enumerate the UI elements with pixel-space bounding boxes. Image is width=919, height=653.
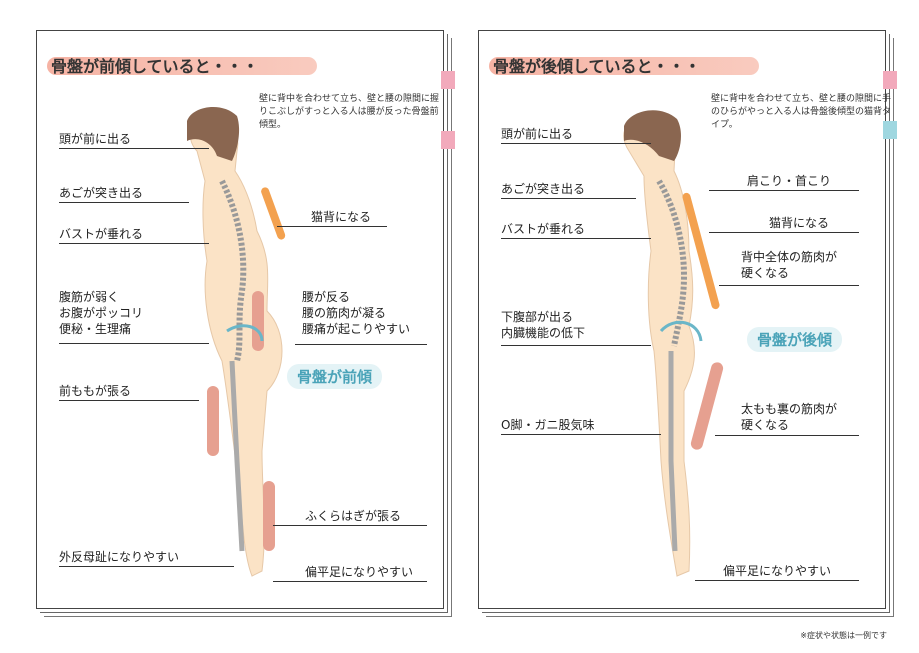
label-calf: ふくらはぎが張る xyxy=(305,509,402,523)
leader-line xyxy=(59,148,209,149)
leader-line xyxy=(295,344,427,345)
label-bunion: 外反母趾になりやすい xyxy=(59,550,180,564)
label-bust: バストが垂れる xyxy=(59,227,144,241)
label-flatfoot: 偏平足になりやすい xyxy=(723,564,832,578)
instruction-note: 壁に背中を合わせて立ち、壁と腰の隙間に握りこぶしがすっと入る人は腰が反った骨盤前… xyxy=(259,94,440,130)
status-badge: 骨盤が後傾 xyxy=(747,327,843,352)
label-chin: あごが突き出る xyxy=(501,182,586,196)
leader-line xyxy=(501,345,651,346)
pink-tab xyxy=(883,71,897,89)
leader-line xyxy=(501,143,651,144)
panel-title: 骨盤が後傾していると・・・ xyxy=(493,57,701,76)
label-back-muscles: 背中全体の筋肉が 硬くなる xyxy=(741,250,838,280)
body-illustration xyxy=(187,106,286,577)
instruction-note: 壁に背中を合わせて立ち、壁と腰の隙間に手のひらがやっと入る人は骨盤後傾型の猫背タ… xyxy=(711,94,892,130)
label-bust: バストが垂れる xyxy=(501,222,586,236)
blue-tab xyxy=(883,121,897,139)
leader-line xyxy=(59,566,234,567)
title-highlight xyxy=(489,57,759,75)
title-highlight xyxy=(47,57,317,75)
leader-line xyxy=(719,285,859,286)
label-chin: あごが突き出る xyxy=(59,186,144,200)
leader-line xyxy=(709,232,859,233)
label-lower-back: 腰が反る 腰の筋肉が凝る 腰痛が起こりやすい xyxy=(302,290,411,336)
label-bowlegs: O脚・ガニ股気味 xyxy=(501,418,595,432)
leader-line xyxy=(501,198,636,199)
label-lower-abdomen: 下腹部が出る 内臓機能の低下 xyxy=(501,310,586,340)
status-badge: 骨盤が前傾 xyxy=(287,364,383,389)
leader-line xyxy=(695,580,859,581)
label-shoulder: 肩こり・首こり xyxy=(747,174,832,188)
label-front-thigh: 前ももが張る xyxy=(59,384,132,398)
label-hunchback: 猫背になる xyxy=(311,210,372,224)
leader-line xyxy=(709,190,859,191)
label-head-forward: 頭が前に出る xyxy=(501,127,574,141)
leader-line xyxy=(501,238,651,239)
leader-line xyxy=(501,434,661,435)
pink-tab xyxy=(441,71,455,89)
leader-line xyxy=(59,243,209,244)
leader-line xyxy=(273,525,427,526)
panel-title: 骨盤が前傾していると・・・ xyxy=(51,57,259,76)
leader-line xyxy=(59,202,189,203)
leader-line xyxy=(59,343,209,344)
leader-line xyxy=(277,226,387,227)
label-abdomen: 腹筋が弱く お腹がポッコリ 便秘・生理痛 xyxy=(59,290,144,336)
footnote: ※症状や状態は一例です xyxy=(800,631,887,640)
body-illustration xyxy=(623,110,724,577)
leader-line xyxy=(273,581,427,582)
leader-line xyxy=(59,400,199,401)
label-hamstring: 太もも裏の筋肉が 硬くなる xyxy=(741,402,838,432)
pink-tab xyxy=(441,131,455,149)
leader-line xyxy=(715,435,859,436)
label-hunchback: 猫背になる xyxy=(769,216,830,230)
label-head-forward: 頭が前に出る xyxy=(59,132,132,146)
label-flatfoot: 偏平足になりやすい xyxy=(305,565,414,579)
anterior-tilt-panel: 骨盤が前傾していると・・・ 壁に背中を合わせて立ち、壁と腰の隙間に握りこぶしがす… xyxy=(36,30,455,609)
posterior-tilt-panel: 骨盤が後傾していると・・・ 壁に背中を合わせて立ち、壁と腰の隙間に手のひらがやっ… xyxy=(478,30,897,609)
